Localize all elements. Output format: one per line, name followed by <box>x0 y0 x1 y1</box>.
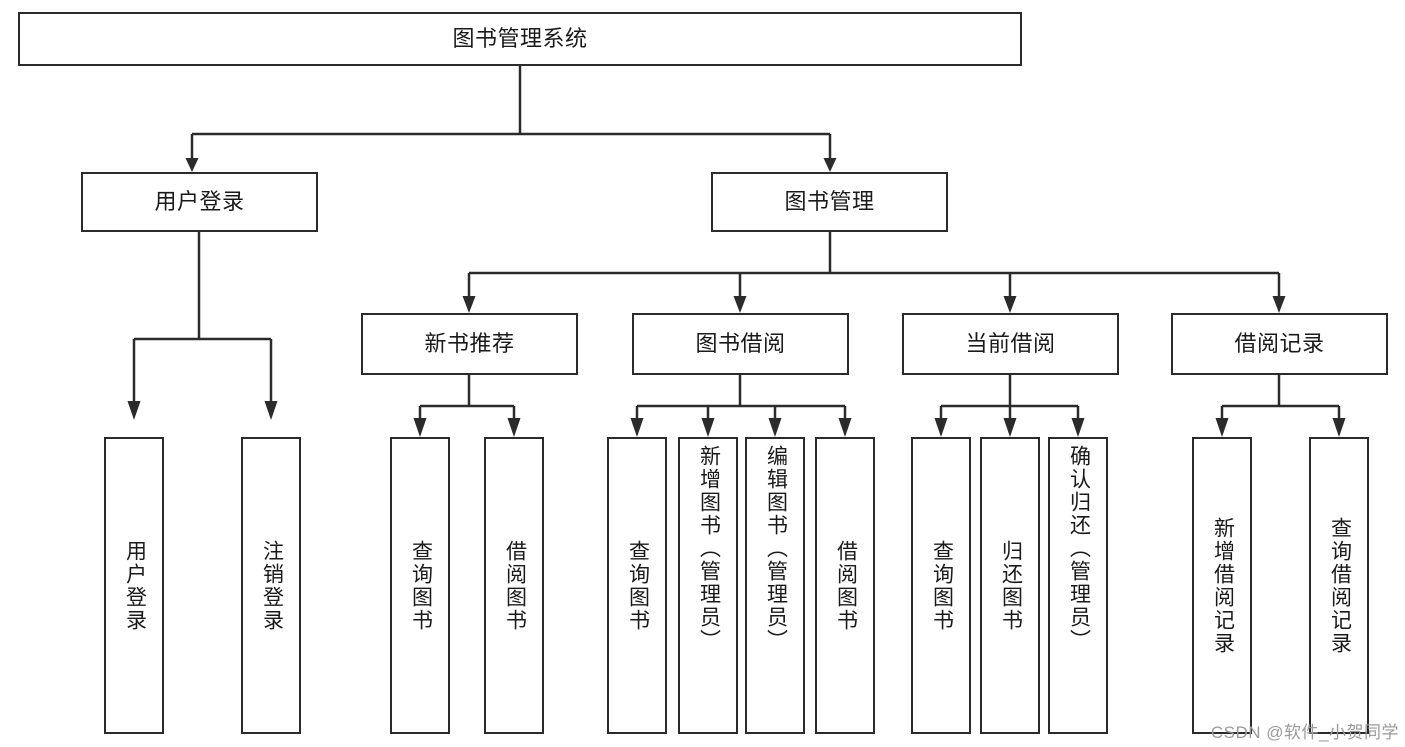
arrowhead-new-book <box>462 296 476 313</box>
node-leaf-query-book[interactable]: 查询图书 <box>607 437 667 734</box>
node-borrow-record[interactable]: 借阅记录 <box>1171 313 1388 375</box>
node-label: 借阅图书 <box>834 539 858 632</box>
node-label: 用户登录 <box>123 539 147 632</box>
node-label: 图书管理系统 <box>452 25 588 51</box>
node-label: 新书推荐 <box>424 330 515 356</box>
node-book-borrow[interactable]: 图书借阅 <box>632 313 849 375</box>
node-current-borrow[interactable]: 当前借阅 <box>902 313 1119 375</box>
node-new-book-recommend[interactable]: 新书推荐 <box>361 313 578 375</box>
arrowhead-cb-leaf3 <box>1071 418 1085 437</box>
node-leaf-confirm-return-admin[interactable]: 确认归还（管理员） <box>1048 437 1108 734</box>
watermark-text: CSDN @软件_小贺同学 <box>1210 723 1399 742</box>
arrowhead-bb-leaf3 <box>768 418 782 437</box>
node-label: 当前借阅 <box>965 330 1056 356</box>
node-leaf-user-login[interactable]: 用户登录 <box>104 437 164 734</box>
node-leaf-query-book-current[interactable]: 查询图书 <box>911 437 971 734</box>
node-label: 借阅图书 <box>503 539 527 632</box>
arrowhead-book-mgmt <box>823 158 837 172</box>
node-user-login[interactable]: 用户登录 <box>81 172 318 232</box>
arrowhead-br-leaf2 <box>1332 418 1346 437</box>
arrowhead-bb-leaf1 <box>630 418 644 437</box>
node-label: 用户登录 <box>154 188 245 214</box>
node-label: 查询图书 <box>930 539 954 632</box>
node-leaf-query-book-recommend[interactable]: 查询图书 <box>390 437 450 734</box>
arrowhead-borrow-record <box>1272 296 1286 313</box>
arrowhead-leaf-user-login <box>127 401 141 420</box>
arrowhead-br-leaf1 <box>1215 418 1229 437</box>
arrowhead-current-borrow <box>1003 296 1017 313</box>
node-leaf-add-borrow-record[interactable]: 新增借阅记录 <box>1192 437 1252 734</box>
node-book-management[interactable]: 图书管理 <box>711 172 948 232</box>
node-leaf-add-book-admin[interactable]: 新增图书（管理员） <box>678 437 738 734</box>
arrowhead-user-login <box>185 158 199 172</box>
node-label: 注销登录 <box>260 539 284 632</box>
node-root-book-management-system[interactable]: 图书管理系统 <box>18 12 1022 66</box>
node-leaf-query-borrow-record[interactable]: 查询借阅记录 <box>1309 437 1369 734</box>
arrowhead-bb-leaf4 <box>838 418 852 437</box>
node-leaf-return-book[interactable]: 归还图书 <box>980 437 1040 734</box>
node-leaf-logout[interactable]: 注销登录 <box>241 437 301 734</box>
arrowhead-bb-leaf2 <box>701 418 715 437</box>
node-label: 编辑图书（管理员） <box>764 445 788 652</box>
arrowhead-nb-leaf1 <box>413 418 427 437</box>
node-label: 新增借阅记录 <box>1211 516 1235 655</box>
node-leaf-edit-book-admin[interactable]: 编辑图书（管理员） <box>745 437 805 734</box>
node-label: 查询图书 <box>409 539 433 632</box>
arrowhead-cb-leaf2 <box>1003 418 1017 437</box>
node-label: 查询图书 <box>626 539 650 632</box>
arrowhead-borrow-book <box>733 296 747 313</box>
arrowhead-cb-leaf1 <box>934 418 948 437</box>
node-label: 确认归还（管理员） <box>1067 445 1091 652</box>
node-leaf-borrow-book[interactable]: 借阅图书 <box>815 437 875 734</box>
arrowhead-nb-leaf2 <box>507 418 521 437</box>
node-label: 图书借阅 <box>695 330 786 356</box>
node-label: 图书管理 <box>784 188 875 214</box>
node-label: 借阅记录 <box>1234 330 1325 356</box>
arrowhead-leaf-logout <box>264 401 278 420</box>
node-leaf-borrow-book-recommend[interactable]: 借阅图书 <box>484 437 544 734</box>
node-label: 归还图书 <box>999 539 1023 632</box>
node-label: 新增图书（管理员） <box>697 445 721 652</box>
node-label: 查询借阅记录 <box>1328 516 1352 655</box>
